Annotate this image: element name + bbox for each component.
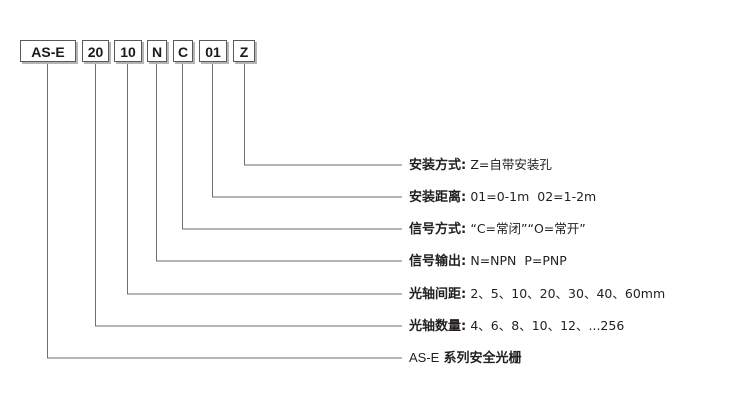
row-mount-value: Z=自带安装孔	[470, 157, 552, 172]
row-beams-label: 光轴数量:	[409, 319, 467, 334]
row-output: 信号输出: N=NPN P=PNP	[409, 252, 567, 271]
code-box-spacing: 10	[114, 40, 142, 62]
row-mount: 安装方式: Z=自带安装孔	[409, 156, 552, 175]
row-output-value: N=NPN P=PNP	[470, 253, 567, 268]
row-series: AS-E 系列安全光栅	[409, 349, 522, 368]
row-output-label: 信号输出:	[409, 254, 467, 269]
connector-output	[156, 63, 402, 262]
row-signal-label: 信号方式:	[409, 222, 467, 237]
connector-mount	[244, 63, 402, 166]
code-box-series: AS-E	[20, 40, 76, 62]
code-box-beams: 20	[82, 40, 109, 62]
row-distance: 安装距离: 01=0-1m 02=1-2m	[409, 188, 596, 207]
connector-spacing	[127, 63, 402, 295]
row-spacing: 光轴间距: 2、5、10、20、30、40、60mm	[409, 285, 665, 304]
row-beams: 光轴数量: 4、6、8、10、12、...256	[409, 317, 624, 336]
row-distance-value: 01=0-1m 02=1-2m	[470, 189, 597, 204]
connector-series	[47, 63, 402, 359]
code-box-distance: 01	[199, 40, 227, 62]
row-spacing-value: 2、5、10、20、30、40、60mm	[470, 286, 666, 301]
connector-signal	[182, 63, 402, 230]
row-series-code: AS-E	[409, 350, 440, 365]
row-signal: 信号方式: “C=常闭”“O=常开”	[409, 220, 586, 239]
row-distance-label: 安装距离:	[409, 190, 467, 205]
row-signal-value: “C=常闭”“O=常开”	[470, 221, 586, 236]
connector-distance	[212, 63, 402, 198]
row-mount-label: 安装方式:	[409, 158, 467, 173]
row-spacing-label: 光轴间距:	[409, 287, 467, 302]
code-box-mount: Z	[233, 40, 255, 62]
connector-beams	[95, 63, 402, 327]
row-beams-value: 4、6、8、10、12、...256	[470, 318, 625, 333]
code-box-signal: C	[173, 40, 193, 62]
row-series-label: 系列安全光栅	[443, 351, 522, 366]
code-box-output: N	[147, 40, 167, 62]
